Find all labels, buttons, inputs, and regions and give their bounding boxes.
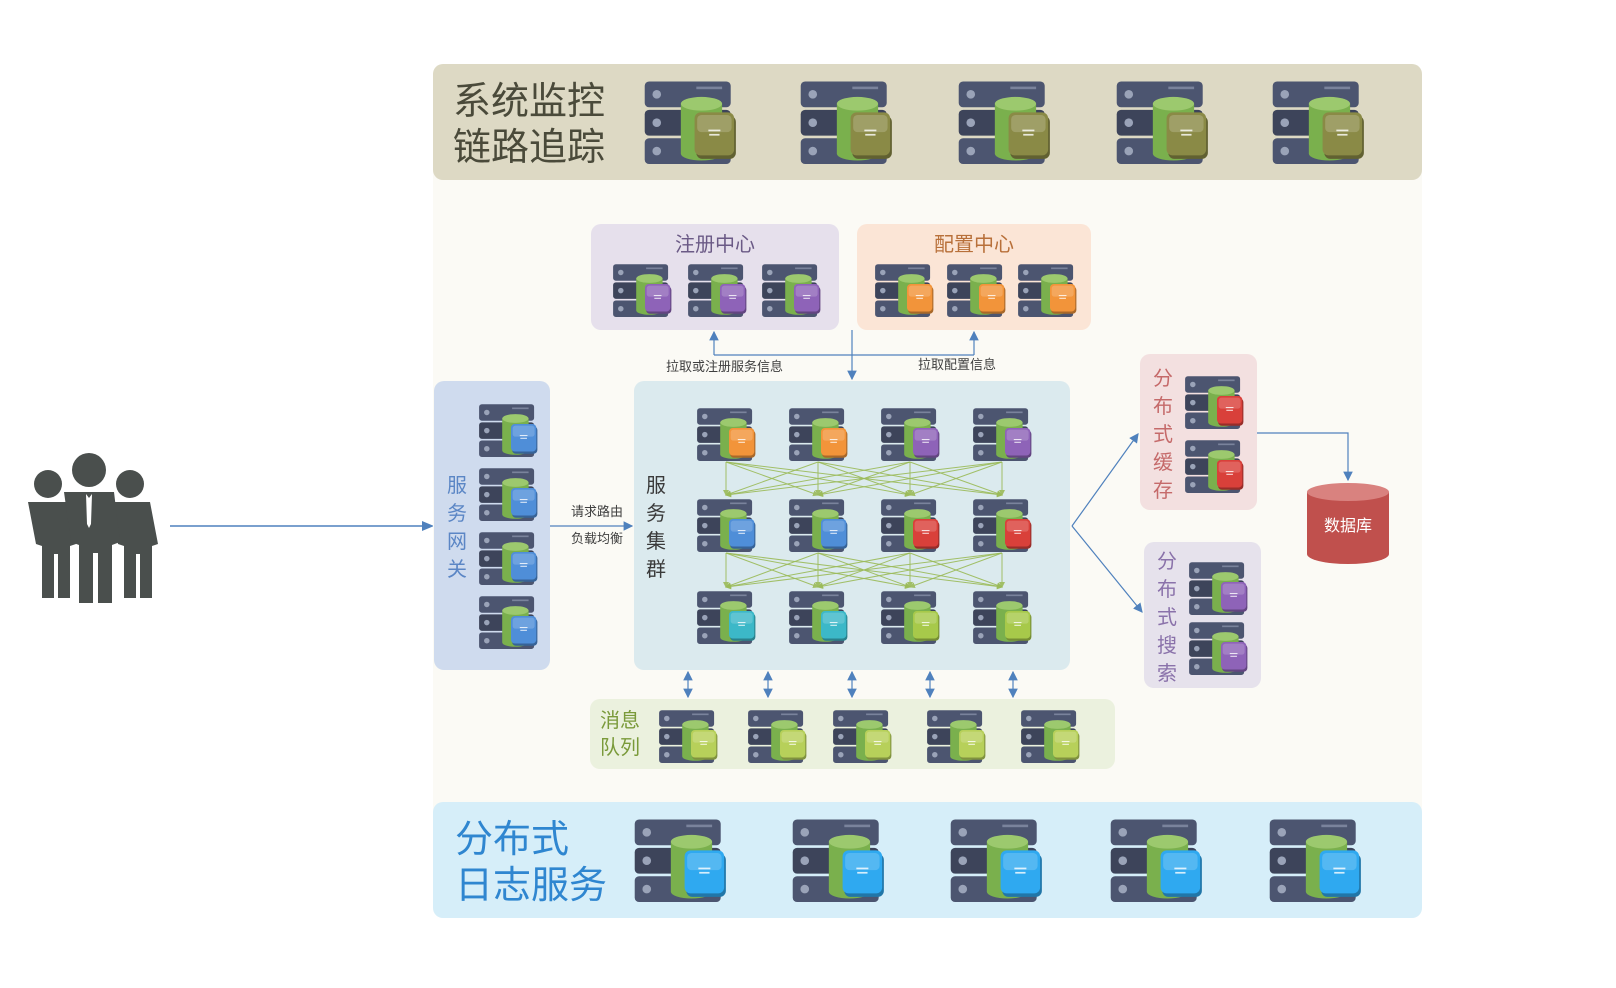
config-label: 配置中心 bbox=[934, 232, 1014, 256]
cluster-server-icon bbox=[697, 591, 756, 644]
cluster-server-icon bbox=[973, 499, 1032, 552]
cluster-server-icon bbox=[881, 499, 940, 552]
mq-server-icon bbox=[833, 710, 892, 763]
database-icon: 数据库 bbox=[1306, 482, 1390, 566]
log-server-icon bbox=[1110, 819, 1202, 902]
users-group-icon bbox=[14, 450, 164, 610]
config-server-icon bbox=[947, 264, 1006, 317]
cache-server-icon bbox=[1185, 440, 1244, 493]
cache-label: 分 布 式 缓 存 bbox=[1153, 366, 1173, 502]
monitor-label: 系统监控 链路追踪 bbox=[453, 79, 606, 169]
balance-label: 负载均衡 bbox=[571, 532, 624, 547]
registry-server-icon bbox=[613, 264, 672, 317]
cluster-server-icon bbox=[973, 591, 1032, 644]
log-server-icon bbox=[950, 819, 1042, 902]
mq-server-icon bbox=[748, 710, 807, 763]
cluster-server-icon bbox=[881, 591, 940, 644]
gateway-server-icon bbox=[479, 532, 538, 585]
gateway-server-icon bbox=[479, 404, 538, 457]
cluster-label: 服 务 集 群 bbox=[646, 473, 666, 581]
monitor-server-icon bbox=[644, 81, 736, 164]
log-server-icon bbox=[634, 819, 726, 902]
gateway-server-icon bbox=[479, 596, 538, 649]
cluster-server-icon bbox=[973, 408, 1032, 461]
mq-server-icon bbox=[927, 710, 986, 763]
search-server-icon bbox=[1189, 562, 1248, 615]
mq-server-icon bbox=[659, 710, 718, 763]
cluster-server-icon bbox=[697, 499, 756, 552]
gateway-label: 服 务 网 关 bbox=[447, 473, 467, 581]
users-to-gateway-arrow bbox=[170, 521, 434, 531]
config-server-icon bbox=[1018, 264, 1077, 317]
cluster-server-icon bbox=[789, 591, 848, 644]
cluster-server-icon bbox=[697, 408, 756, 461]
registry-server-icon bbox=[688, 264, 747, 317]
search-label: 分 布 式 搜 索 bbox=[1157, 549, 1177, 685]
cluster-server-icon bbox=[881, 408, 940, 461]
mq-label: 消息 队列 bbox=[600, 708, 640, 759]
monitor-server-icon bbox=[800, 81, 892, 164]
log-label: 分布式 日志服务 bbox=[455, 817, 608, 907]
monitor-server-icon bbox=[1272, 81, 1364, 164]
gateway-server-icon bbox=[479, 468, 538, 521]
log-band: 分布式 日志服务 bbox=[433, 802, 1422, 918]
search-server-icon bbox=[1189, 622, 1248, 675]
monitor-server-icon bbox=[1116, 81, 1208, 164]
monitor-server-icon bbox=[958, 81, 1050, 164]
mq-server-icon bbox=[1021, 710, 1080, 763]
cache-server-icon bbox=[1185, 376, 1244, 429]
database-label: 数据库 bbox=[1323, 516, 1372, 535]
config-server-icon bbox=[875, 264, 934, 317]
route-label: 请求路由 bbox=[571, 505, 624, 520]
pull-register-label: 拉取或注册服务信息 bbox=[666, 360, 784, 375]
log-server-icon bbox=[1269, 819, 1361, 902]
log-server-icon bbox=[792, 819, 884, 902]
monitor-band: 系统监控 链路追踪 bbox=[433, 64, 1422, 180]
cluster-server-icon bbox=[789, 499, 848, 552]
cluster-server-icon bbox=[789, 408, 848, 461]
registry-label: 注册中心 bbox=[675, 232, 755, 256]
pull-config-label: 拉取配置信息 bbox=[918, 358, 997, 373]
registry-server-icon bbox=[762, 264, 821, 317]
